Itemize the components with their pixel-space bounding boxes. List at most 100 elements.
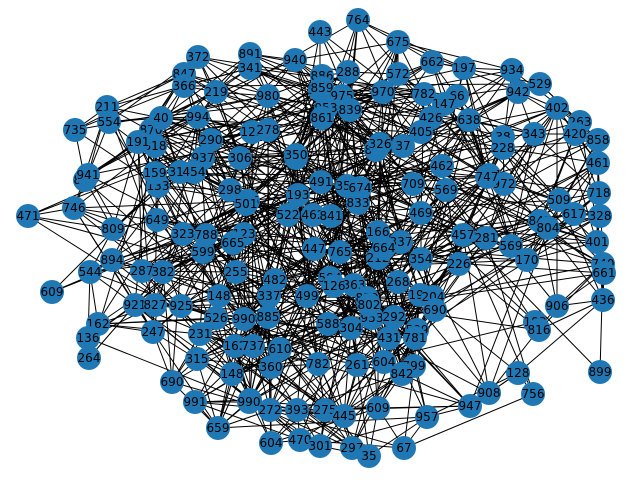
node-label: 470 — [289, 433, 312, 447]
graph-node: 162 — [223, 334, 247, 358]
node-label: 894 — [101, 253, 124, 267]
node-label: 816 — [528, 323, 551, 337]
graph-node: 281 — [474, 226, 498, 250]
node-label: 908 — [478, 386, 501, 400]
node-marker — [301, 203, 325, 227]
graph-node: 544 — [78, 260, 102, 284]
graph-edge — [279, 327, 352, 350]
node-label: 833 — [347, 196, 370, 210]
node-marker — [232, 307, 256, 331]
node-marker — [191, 240, 215, 264]
node-marker — [284, 143, 308, 167]
graph-edge — [366, 263, 460, 299]
graph-node: 781 — [403, 326, 427, 350]
graph-edge — [539, 133, 576, 222]
graph-edge — [346, 91, 384, 187]
graph-node: 255 — [224, 260, 248, 284]
graph-node: 509 — [547, 188, 571, 212]
node-label: 343 — [523, 127, 546, 141]
graph-node: 402 — [545, 96, 569, 120]
graph-node: 841 — [319, 204, 343, 228]
node-label: 306 — [229, 151, 252, 165]
graph-node: 228 — [491, 136, 515, 160]
graph-node: 159 — [143, 161, 167, 185]
graph-edge — [330, 183, 414, 217]
graph-edge — [252, 323, 329, 347]
node-label: 718 — [588, 186, 611, 200]
graph-node: 690 — [160, 370, 184, 394]
node-marker — [423, 298, 447, 322]
node-marker — [220, 362, 244, 386]
node-label: 436 — [592, 293, 615, 307]
node-marker — [528, 72, 552, 96]
graph-node: 638 — [457, 108, 481, 132]
node-label: 148 — [208, 289, 231, 303]
graph-node: 326 — [368, 132, 392, 156]
graph-edge — [397, 41, 513, 71]
graph-edge — [160, 117, 504, 138]
graph-node: 610 — [268, 337, 292, 361]
graph-edge — [134, 304, 233, 375]
node-marker — [409, 201, 433, 225]
node-label: 37 — [395, 139, 410, 153]
node-marker — [392, 436, 416, 460]
node-marker — [309, 170, 333, 194]
graph-node: 925 — [169, 294, 193, 318]
node-marker — [430, 154, 454, 178]
graph-node: 436 — [591, 288, 615, 312]
node-label: 788 — [195, 228, 218, 242]
graph-node: 894 — [100, 248, 124, 272]
node-marker — [499, 234, 523, 258]
graph-node: 343 — [522, 122, 546, 146]
node-marker — [183, 390, 207, 414]
graph-node: 947 — [458, 394, 482, 418]
node-marker — [391, 134, 415, 158]
node-marker — [451, 223, 475, 247]
node-label: 970 — [372, 85, 395, 99]
node-label: 841 — [320, 209, 343, 223]
node-marker — [415, 405, 439, 429]
node-label: 228 — [492, 141, 515, 155]
graph-node: 994 — [186, 105, 210, 129]
graph-edge — [296, 373, 403, 411]
node-label: 148 — [221, 367, 244, 381]
graph-node: 447 — [302, 237, 326, 261]
graph-node: 604 — [372, 350, 396, 374]
node-label: 402 — [546, 101, 569, 115]
node-label: 326 — [369, 137, 392, 151]
node-label: 275 — [314, 403, 337, 417]
node-label: 372 — [187, 50, 210, 64]
node-label: 35 — [361, 449, 376, 463]
graph-edge — [210, 139, 299, 196]
graph-node: 554 — [97, 110, 121, 134]
node-label: 529 — [529, 77, 552, 91]
graph-node: 393 — [285, 398, 309, 422]
node-marker — [500, 58, 524, 82]
graph-edge — [27, 87, 323, 217]
node-label: 572 — [387, 67, 410, 81]
node-marker — [346, 8, 370, 32]
node-marker — [357, 293, 381, 317]
node-label: 287 — [131, 264, 154, 278]
node-marker — [332, 404, 356, 428]
graph-node: 471 — [16, 204, 40, 228]
node-label: 255 — [225, 265, 248, 279]
graph-node: 970 — [371, 80, 395, 104]
node-label: 569 — [500, 239, 523, 253]
graph-node: 756 — [521, 382, 545, 406]
node-marker — [447, 252, 471, 276]
node-label: 925 — [170, 299, 193, 313]
node-label: 994 — [187, 110, 210, 124]
graph-node: 341 — [238, 56, 262, 80]
node-marker — [366, 396, 390, 420]
node-marker — [458, 394, 482, 418]
graph-node: 443 — [308, 20, 332, 44]
node-label: 292 — [383, 310, 406, 324]
graph-edge — [73, 145, 156, 209]
graph-node: 469 — [409, 201, 433, 225]
graph-node: 304 — [339, 316, 363, 340]
node-marker — [145, 208, 169, 232]
graph-node: 354 — [409, 247, 433, 271]
node-marker — [259, 355, 283, 379]
node-marker — [101, 217, 125, 241]
